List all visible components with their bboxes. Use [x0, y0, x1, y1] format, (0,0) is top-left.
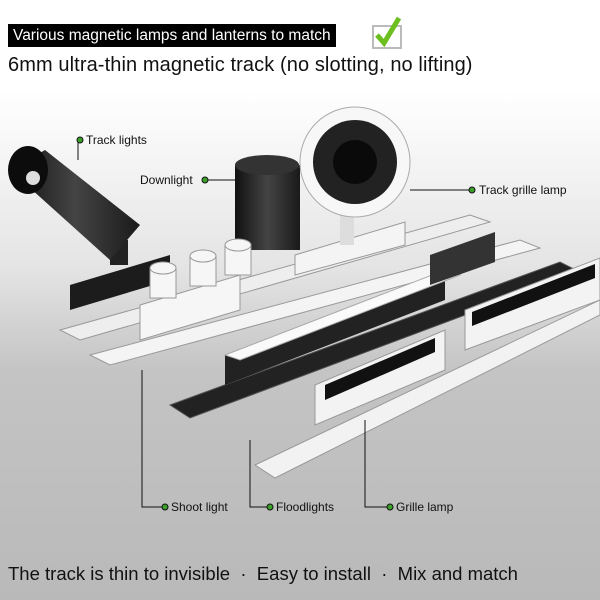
checkmark-icon — [372, 16, 402, 49]
label-shoot-light: Shoot light — [171, 500, 228, 514]
spot-trio-product — [139, 238, 252, 341]
label-grille-lamp: Grille lamp — [396, 500, 454, 514]
footer-features: The track is thin to invisible · Easy to… — [8, 563, 518, 584]
label-track-lights: Track lights — [86, 133, 147, 147]
track-grille-lamp-product — [294, 106, 411, 276]
track-light-product — [8, 146, 170, 310]
downlight-product — [235, 155, 300, 250]
floodlight-product — [223, 232, 495, 385]
subtitle: 6mm ultra-thin magnetic track (no slotti… — [8, 54, 473, 76]
label-downlight: Downlight — [140, 173, 193, 187]
feature-banner: Various magnetic lamps and lanterns to m… — [8, 24, 336, 47]
track-white — [88, 239, 542, 366]
grille-lamp-product — [314, 257, 600, 426]
label-track-grille-lamp: Track grille lamp — [479, 183, 567, 197]
callout-dots — [76, 136, 476, 511]
callout-lines — [77, 140, 472, 508]
label-floodlights: Floodlights — [276, 500, 335, 514]
track-front — [253, 299, 600, 479]
